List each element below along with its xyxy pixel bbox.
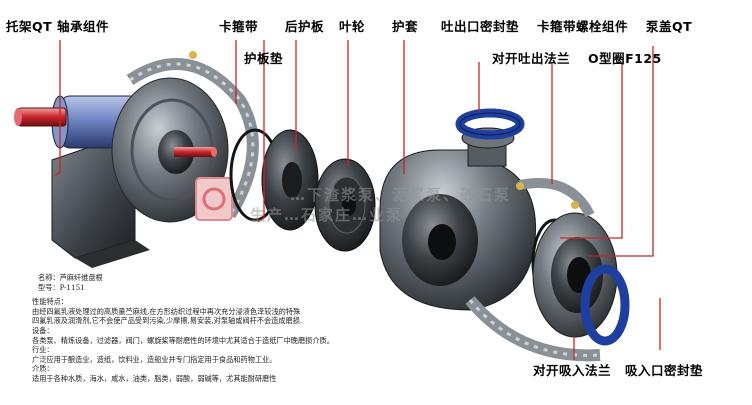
spec-block: 名称：芦麻纤维盘根 型号：P-1151 性能特点： 由经四氟乳液处理过的高质量苎… bbox=[32, 273, 334, 384]
label-guard-plate-gasket: 护板垫 bbox=[244, 51, 284, 66]
watermark-line-1: …下渣浆泵、泥浆泵、砂石泵 bbox=[290, 186, 512, 204]
label-bracket-bearing: 托架QT 轴承组件 bbox=[6, 19, 110, 34]
label-clamp-band: 卡箍带 bbox=[219, 19, 259, 34]
suction-seal-gasket-ring bbox=[580, 264, 630, 346]
label-impeller: 叶轮 bbox=[339, 19, 366, 34]
spec-model: 型号：P-1151 bbox=[38, 282, 85, 292]
label-o-ring: O型圈F125 bbox=[588, 51, 662, 66]
label-clamp-bolt-assembly: 卡箍带螺栓组件 bbox=[537, 19, 629, 34]
spec-media-text: 适用于各种水质，海水，咸水，油类，脂类，弱酸，弱碱等，尤其能耐研磨性 bbox=[32, 373, 277, 383]
label-volute-liner: 护套 bbox=[392, 19, 419, 34]
label-discharge-seal-gasket: 吐出口密封垫 bbox=[441, 19, 520, 34]
spec-name: 名称：芦麻纤维盘根 bbox=[38, 273, 103, 282]
spec-equip-title: 设备： bbox=[32, 325, 54, 335]
spec-feature-title: 性能特点： bbox=[32, 297, 68, 307]
spec-industry-text: 广泛应用于酿造业，造纸，饮料业，造船业并专门指定用于食品和药物工业。 bbox=[32, 354, 277, 364]
label-split-discharge-flange: 对开吐出法兰 bbox=[492, 51, 571, 66]
label-suction-seal-gasket: 吸入口密封垫 bbox=[625, 363, 704, 378]
spec-feature-1: 由经四氟乳液处理过的高质量苎麻线,在方形纺织过程中再次充分浸渍色泽较浅的特殊 bbox=[32, 306, 301, 316]
spec-media-title: 介质： bbox=[32, 364, 54, 374]
clamp-band-upper-right bbox=[519, 178, 595, 218]
volute-liner-part bbox=[379, 129, 537, 311]
spec-equip-text: 各类泵、精炼设备，过滤器，阀门，螺旋桨等耐磨性的环境中尤其适合于造纸厂中晚磨损介… bbox=[32, 335, 334, 345]
impeller-part bbox=[314, 158, 376, 252]
label-split-suction-flange: 对开吸入法兰 bbox=[533, 363, 612, 378]
bracket-bearing-assembly bbox=[14, 51, 259, 268]
label-pump-cover: 泵盖QT bbox=[646, 19, 693, 34]
label-rear-guard-plate: 后护板 bbox=[285, 19, 325, 34]
brand-logo-mark bbox=[195, 177, 233, 221]
rear-guard-plate-part bbox=[261, 129, 319, 231]
leader-lines bbox=[54, 40, 661, 360]
spec-industry-title: 行业： bbox=[32, 345, 54, 355]
watermark-line-2: 生产…石家庄…业泵 bbox=[250, 206, 404, 224]
spec-feature-2: 四氟乳液及润滑剂,它不会使产品受到污染,少摩擦,易安装,对泵轴或阀杆不会造成磨损… bbox=[32, 316, 303, 326]
discharge-assembly bbox=[455, 108, 525, 167]
pump-cover-part bbox=[532, 212, 618, 338]
